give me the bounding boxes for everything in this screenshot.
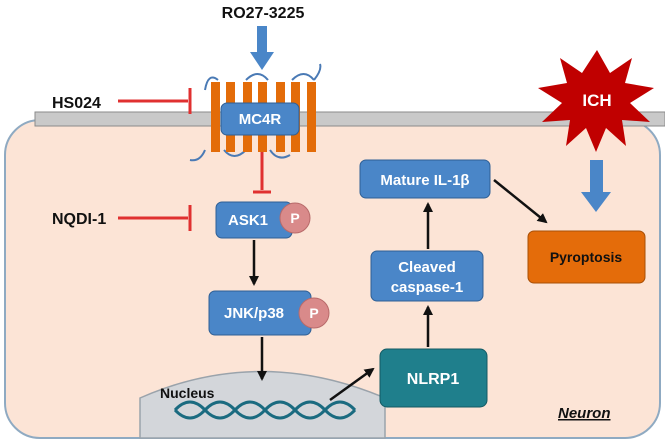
nucleus-nlrp1-arrow xyxy=(329,367,375,402)
caspase-node xyxy=(370,250,484,302)
caspase-label-line2: caspase-1 xyxy=(391,279,464,296)
cell-membrane xyxy=(34,111,665,127)
neuron-label: Neuron xyxy=(558,405,611,422)
mc4r-node xyxy=(220,102,300,136)
dna-helix xyxy=(173,400,357,420)
ich-star xyxy=(538,50,654,152)
nlrp1-node xyxy=(379,348,488,408)
pyroptosis-label: Pyroptosis xyxy=(550,249,623,265)
jnk-phospho xyxy=(298,297,330,329)
nqdi1-label: NQDI-1 xyxy=(52,211,106,228)
agonist-arrow xyxy=(250,26,274,70)
ask1-phospho-label: P xyxy=(290,210,299,226)
il1b-label: Mature IL-1β xyxy=(380,172,469,189)
mc4r-label: MC4R xyxy=(239,111,282,128)
hs024-label: HS024 xyxy=(52,95,101,112)
caspase-label-line1: Cleaved xyxy=(398,259,456,276)
nlrp1-label: NLRP1 xyxy=(407,371,460,388)
ask1-label: ASK1 xyxy=(228,212,268,229)
jnk-phospho-label: P xyxy=(309,305,318,321)
nucleus-label: Nucleus xyxy=(160,385,215,401)
ask1-phospho xyxy=(279,202,311,234)
ich-pyroptosis-arrow xyxy=(581,160,611,212)
jnk-label: JNK/p38 xyxy=(224,305,284,322)
agonist-label: RO27-3225 xyxy=(222,5,305,22)
pyroptosis-node xyxy=(527,230,646,284)
nucleus xyxy=(139,370,386,439)
ich-label: ICH xyxy=(582,91,611,110)
il1b-node xyxy=(359,159,491,199)
il1b-pyroptosis-arrow xyxy=(493,179,548,224)
